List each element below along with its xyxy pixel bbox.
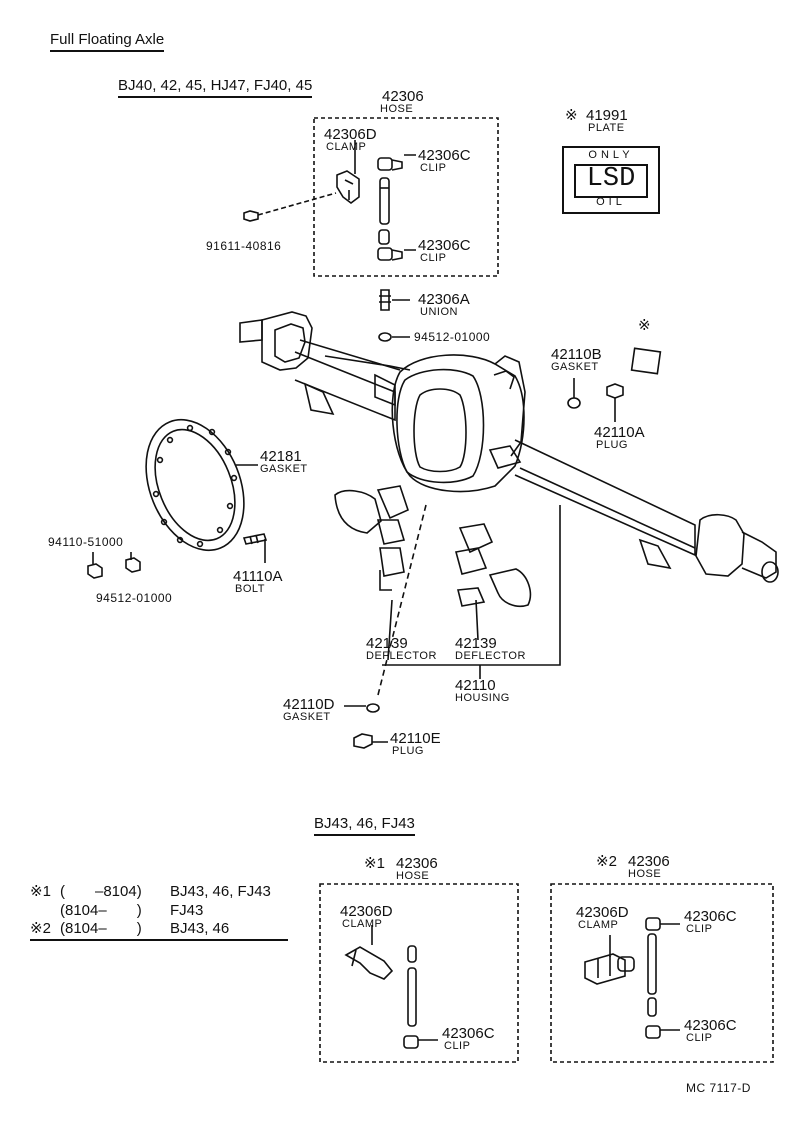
alt2-clip-bottom-part-name: CLIP — [686, 1032, 713, 1044]
alt1-clip-part-number: 42306C — [442, 1025, 495, 1042]
deflector-right-part-name: DEFLECTOR — [455, 650, 526, 662]
note-1-models: BJ43, 46, FJ43 — [170, 883, 271, 900]
models-top-heading: BJ40, 42, 45, HJ47, FJ40, 45 — [118, 78, 313, 98]
alt2-clip-bottom-part-number: 42306C — [684, 1017, 737, 1034]
plug-e-part-name: PLUG — [392, 745, 424, 757]
note-1-range: ( –8104) — [60, 883, 142, 900]
deflector-left-part-number: 42139 — [366, 635, 408, 652]
gasket-part-number: 42181 — [260, 448, 302, 465]
axle-housing-art — [239, 311, 779, 583]
hose-alt2-box — [550, 883, 774, 1063]
figure-code: MC 7117-D — [686, 1081, 751, 1095]
alt1-clip-part-name: CLIP — [444, 1040, 471, 1052]
hose-part-name: HOSE — [380, 103, 414, 115]
models-bottom-heading: BJ43, 46, FJ43 — [314, 816, 415, 836]
bolt-part-number: 91611-40816 — [206, 239, 282, 253]
gasket-ring-art — [145, 418, 258, 552]
hose-alt2-parts — [584, 917, 680, 1039]
lsd-plate-main-text: LSD — [586, 164, 636, 194]
alt1-mark: ※1 — [364, 855, 385, 872]
alt2-clip-top-part-name: CLIP — [686, 923, 713, 935]
alt2-hose-part-number: 42306 — [628, 853, 670, 870]
union-part-name: UNION — [420, 306, 458, 318]
washer-top-part-number: 94512-01000 — [414, 330, 491, 344]
note-1b-models: FJ43 — [170, 902, 204, 919]
union-part-number: 42306A — [418, 291, 470, 308]
clip-bottom-part-name: CLIP — [420, 252, 447, 264]
note-1-mark: ※1 — [30, 883, 51, 900]
clip-bottom-part-number: 42306C — [418, 237, 471, 254]
gasket-d-part-name: GASKET — [283, 711, 331, 723]
clip-top-part-name: CLIP — [420, 162, 447, 174]
deflector-right-art — [454, 523, 532, 608]
note-2-range: (8104– ) — [60, 920, 142, 937]
nut-part-number: 94110-51000 — [48, 535, 124, 549]
gasket-d-part-number: 42110D — [283, 696, 335, 713]
housing-part-number: 42110 — [455, 677, 496, 694]
note-2-mark: ※2 — [30, 920, 51, 937]
alt1-hose-part-name: HOSE — [396, 870, 430, 882]
clamp-part-number: 42306D — [324, 126, 377, 143]
hose-alt1-box — [319, 883, 519, 1063]
plate-part-name: PLATE — [588, 122, 625, 134]
bolt-a-part-number: 41110A — [233, 568, 283, 585]
gasket-part-name: GASKET — [260, 463, 308, 475]
note-2-models: BJ43, 46 — [170, 920, 230, 937]
deflector-left-part-name: DEFLECTOR — [366, 650, 437, 662]
plug-a-part-name: PLUG — [596, 439, 628, 451]
alt2-hose-part-name: HOSE — [628, 868, 662, 880]
alt1-hose-part-number: 42306 — [396, 855, 438, 872]
small-mark: ※ — [638, 317, 651, 334]
gasket-b-part-number: 42110B — [551, 346, 602, 363]
alt1-clamp-part-name: CLAMP — [342, 918, 383, 930]
alt2-clip-top-part-number: 42306C — [684, 908, 737, 925]
lsd-plate — [562, 146, 660, 214]
hose-group-box — [313, 117, 499, 277]
lsd-inner-box — [574, 164, 648, 198]
union-art — [378, 289, 410, 342]
lsd-plate-top-text: ONLY — [588, 149, 634, 161]
housing-part-name: HOUSING — [455, 692, 510, 704]
alt2-clamp-part-name: CLAMP — [578, 919, 619, 931]
plate-mark: ※ — [565, 107, 578, 124]
alt1-clamp-part-number: 42306D — [340, 903, 393, 920]
clamp-part-name: CLAMP — [326, 141, 367, 153]
washer-low-part-number: 94512-01000 — [96, 591, 173, 605]
clip-top-part-number: 42306C — [418, 147, 471, 164]
hose-group-parts — [243, 140, 416, 261]
plate-part-number: 41991 — [586, 107, 628, 124]
lsd-plate-bottom-text: OIL — [596, 196, 626, 208]
page-title: Full Floating Axle — [50, 32, 165, 52]
hose-alt1-parts — [344, 925, 438, 1049]
bolt-a-part-name: BOLT — [235, 583, 265, 595]
plug-a-part-number: 42110A — [594, 424, 645, 441]
deflector-right-part-number: 42139 — [455, 635, 497, 652]
alt2-mark: ※2 — [596, 853, 617, 870]
gasket-b-part-name: GASKET — [551, 361, 599, 373]
note-1b-range: (8104– ) — [60, 902, 142, 919]
hose-part-number: 42306 — [382, 88, 424, 105]
deflector-left-art — [334, 485, 409, 591]
alt2-clamp-part-number: 42306D — [576, 904, 629, 921]
plug-e-part-number: 42110E — [390, 730, 441, 747]
